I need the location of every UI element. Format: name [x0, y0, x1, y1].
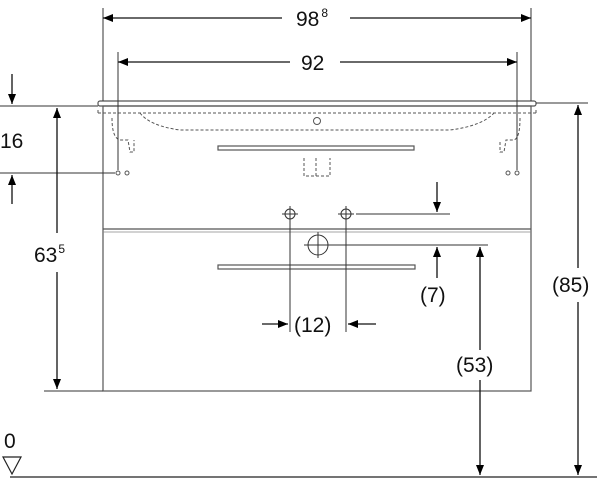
washbasin [97, 100, 537, 177]
vanity-cabinet [102, 105, 532, 392]
floor-to-drawer-label: (53) [456, 354, 493, 377]
drain-offset-label: (7) [420, 284, 446, 307]
dimension-floor-to-drawer: (53) [456, 247, 493, 475]
fixing-point [514, 170, 520, 176]
level-triangle-icon [2, 456, 22, 476]
overflow-hole [313, 117, 321, 125]
overall-height-label: (85) [552, 274, 589, 297]
washbasin-rim [97, 100, 537, 107]
basin-height-label: 16 [0, 130, 23, 153]
inner-width-label: 92 [301, 52, 324, 75]
drain-outlet [303, 158, 331, 177]
dimension-cabinet-height: 635 [34, 108, 65, 389]
dimension-overall-height: (85) [552, 105, 589, 475]
bowl-outline [139, 112, 495, 131]
fixing-point [115, 170, 121, 176]
cabinet-height-label: 635 [34, 242, 65, 267]
water-connection-left [282, 206, 298, 222]
water-connection-right [338, 206, 354, 222]
tap-spacing-label: (12) [294, 314, 331, 337]
fixing-point [124, 170, 130, 176]
cabinet-height-sup: 5 [58, 242, 65, 256]
dimension-drain-offset: (7) [420, 182, 446, 307]
drawer-handle [217, 264, 416, 270]
cabinet-body [102, 105, 532, 392]
dimension-basin-height: 16 [0, 74, 23, 204]
basin-handle [217, 145, 415, 151]
fixing-point [505, 170, 511, 176]
floor-level-label: 0 [4, 430, 16, 453]
drain-connection [304, 232, 332, 258]
total-width-sup: 8 [321, 6, 328, 20]
dimension-tap-spacing: (12) [262, 314, 376, 337]
dimension-inner-width: 92 [118, 52, 517, 75]
